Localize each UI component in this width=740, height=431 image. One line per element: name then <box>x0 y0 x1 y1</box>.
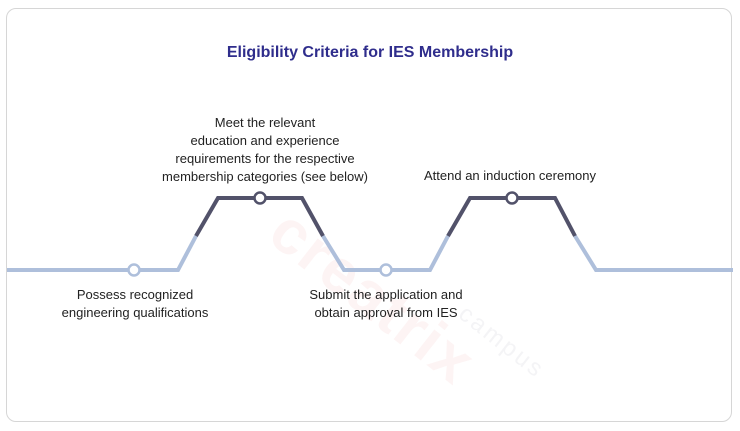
step-label-line: Attend an induction ceremony <box>424 168 596 183</box>
step-label-line: engineering qualifications <box>61 305 209 320</box>
milestone-marker-application <box>379 263 393 277</box>
milestone-marker-qualifications <box>127 263 141 277</box>
step-label-induction: Attend an induction ceremony <box>410 167 610 185</box>
diagram-card <box>6 8 732 422</box>
diagram-title: Eligibility Criteria for IES Membership <box>226 44 514 61</box>
step-label-line: Possess recognized <box>76 287 194 302</box>
milestone-marker-induction <box>505 191 519 205</box>
step-label-requirements: Meet the relevant education and experien… <box>150 114 380 186</box>
step-label-application: Submit the application and obtain approv… <box>286 286 486 322</box>
step-label-line: Submit the application and <box>309 287 463 302</box>
step-label-line: education and experience <box>190 133 340 148</box>
baseline-segment-1 <box>7 235 198 272</box>
step-label-line: requirements for the respective <box>175 151 355 166</box>
step-label-line: Meet the relevant <box>214 115 316 130</box>
milestone-marker-requirements <box>253 191 267 205</box>
step-label-line: membership categories (see below) <box>162 169 368 184</box>
step-label-line: obtain approval from IES <box>314 305 458 320</box>
baseline-segment-3 <box>573 234 733 272</box>
step-label-qualifications: Possess recognized engineering qualifica… <box>40 286 230 322</box>
